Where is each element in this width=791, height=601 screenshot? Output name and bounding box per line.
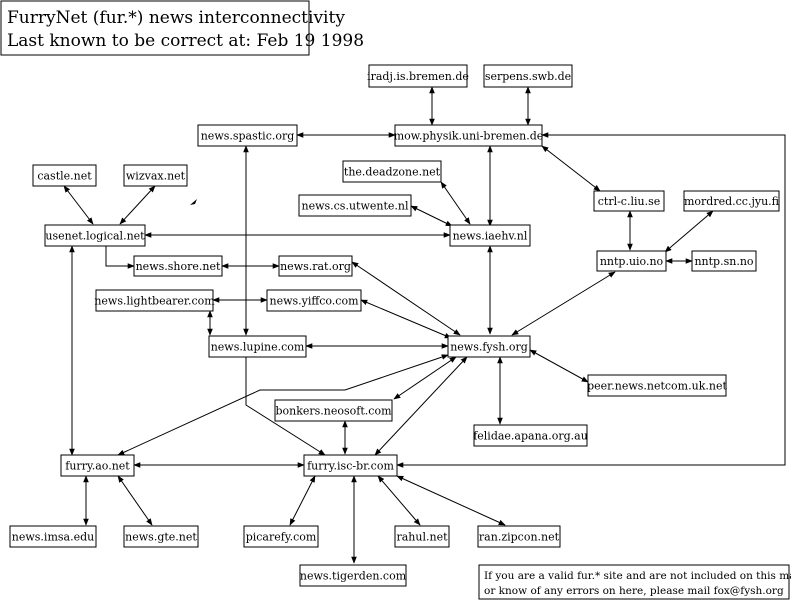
edge-deadzone-iaehv [440, 181, 471, 225]
node-zipcon: ran.zipcon.net [477, 525, 561, 548]
node-lupine: news.lupine.com [208, 335, 307, 358]
node-sn: nntp.sn.no [691, 250, 757, 272]
contact-note: If you are a valid fur.* site and are no… [478, 564, 791, 600]
edge-mow-ctrlc [541, 145, 601, 192]
connection-lines [63, 86, 786, 564]
node-netcom-label: peer.news.netcom.uk.net [587, 380, 727, 393]
edge-uio-fysh [511, 271, 616, 336]
node-rat-label: news.rat.org [280, 260, 351, 273]
node-iscbr: furry.isc-br.com [303, 454, 398, 477]
node-lightbearer: news.lightbearer.com [94, 289, 215, 312]
node-ctrlc-label: ctrl-c.liu.se [598, 195, 661, 208]
node-gte-label: news.gte.net [125, 531, 197, 544]
node-deadzone: the.deadzone.net [342, 160, 442, 183]
node-rahul: rahul.net [394, 525, 450, 548]
node-yiffco: news.yiffco.com [266, 289, 362, 312]
edge-wizvax-usenet [119, 185, 156, 225]
edge-castle-usenet [63, 185, 94, 225]
node-spastic: news.spastic.org [197, 124, 298, 147]
node-netcom: peer.news.netcom.uk.net [587, 374, 727, 397]
node-shore-label: news.shore.net [136, 260, 221, 273]
title-line-1: FurryNet (fur.*) news interconnectivity [7, 8, 345, 28]
edge-utwente-iaehv [410, 205, 453, 227]
node-wizvax-label: wizvax.net [126, 170, 186, 183]
node-furryao-label: furry.ao.net [65, 460, 130, 473]
node-mordred: mordred.cc.jyu.fi [683, 190, 780, 212]
note-line-1: If you are a valid fur.* site and are no… [484, 570, 791, 582]
node-imsa-label: news.imsa.edu [12, 531, 94, 544]
node-zipcon-label: ran.zipcon.net [479, 531, 560, 544]
node-ctrlc: ctrl-c.liu.se [593, 190, 665, 212]
node-tigerden: news.tigerden.com [299, 564, 407, 587]
node-spastic-label: news.spastic.org [201, 130, 295, 143]
node-iaehv-label: news.iaehv.nl [453, 230, 528, 243]
edge-fysh-netcom [529, 349, 589, 383]
note-line-2: or know of any errors on here, please ma… [484, 585, 784, 597]
node-mordred-label: mordred.cc.jyu.fi [684, 195, 780, 208]
edge-lupine-iscbr [245, 357, 326, 456]
node-furryao: furry.ao.net [60, 454, 135, 477]
node-deadzone-label: the.deadzone.net [344, 166, 441, 179]
node-serpens-label: serpens.swb.de [485, 70, 571, 83]
cursor-icon [190, 199, 197, 205]
node-mow: mow.physik.uni-bremen.de [394, 124, 544, 147]
node-yiffco-label: news.yiffco.com [270, 295, 360, 308]
edge-furryao-gte [117, 475, 153, 526]
node-felidae-label: felidae.apana.org.au [473, 430, 588, 443]
node-uio: nntp.uio.no [596, 250, 667, 272]
node-rat: news.rat.org [278, 255, 353, 277]
edge-yiffco-fysh [360, 299, 452, 339]
node-iaehv: news.iaehv.nl [449, 224, 531, 247]
node-wizvax: wizvax.net [123, 164, 188, 187]
node-bonkers: bonkers.neosoft.com [274, 399, 393, 422]
node-utwente-label: news.cs.utwente.nl [302, 200, 409, 213]
node-picarefy: picarefy.com [243, 525, 319, 548]
edge-iscbr-zipcon [396, 475, 506, 526]
node-bonkers-label: bonkers.neosoft.com [275, 405, 392, 418]
node-shore: news.shore.net [133, 255, 223, 277]
node-sn-label: nntp.sn.no [694, 255, 753, 268]
title-box: FurryNet (fur.*) news interconnectivity … [0, 0, 364, 56]
edge-iscbr-mow [396, 132, 786, 468]
node-iscbr-label: furry.isc-br.com [307, 460, 394, 473]
node-usenet: usenet.logical.net [44, 224, 146, 247]
edge-rat-fysh [351, 261, 461, 336]
node-lupine-label: news.lupine.com [211, 341, 305, 354]
node-felidae: felidae.apana.org.au [473, 424, 588, 447]
node-castle: castle.net [32, 164, 97, 187]
node-tigerden-label: news.tigerden.com [300, 570, 407, 583]
node-picarefy-label: picarefy.com [246, 531, 317, 544]
node-iradj: iradj.is.bremen.de [367, 64, 469, 88]
title-line-2: Last known to be correct at: Feb 19 1998 [7, 31, 364, 51]
node-mow-label: mow.physik.uni-bremen.de [394, 130, 544, 143]
node-gte: news.gte.net [123, 525, 199, 548]
node-utwente: news.cs.utwente.nl [298, 194, 412, 217]
node-lightbearer-label: news.lightbearer.com [94, 295, 215, 308]
node-castle-label: castle.net [37, 170, 92, 183]
edge-iscbr-picarefy [289, 475, 316, 526]
node-fysh-label: news.fysh.org [450, 341, 528, 354]
node-uio-label: nntp.uio.no [600, 255, 664, 268]
node-fysh: news.fysh.org [447, 335, 531, 358]
node-imsa: news.imsa.edu [9, 525, 97, 548]
node-serpens: serpens.swb.de [483, 64, 573, 88]
edge-furryao-fysh [117, 354, 449, 456]
node-usenet-label: usenet.logical.net [45, 230, 145, 243]
node-iradj-label: iradj.is.bremen.de [367, 70, 469, 83]
node-rahul-label: rahul.net [396, 531, 448, 544]
edge-mordred-uio [664, 210, 714, 253]
edge-usenet-shore [105, 246, 135, 269]
